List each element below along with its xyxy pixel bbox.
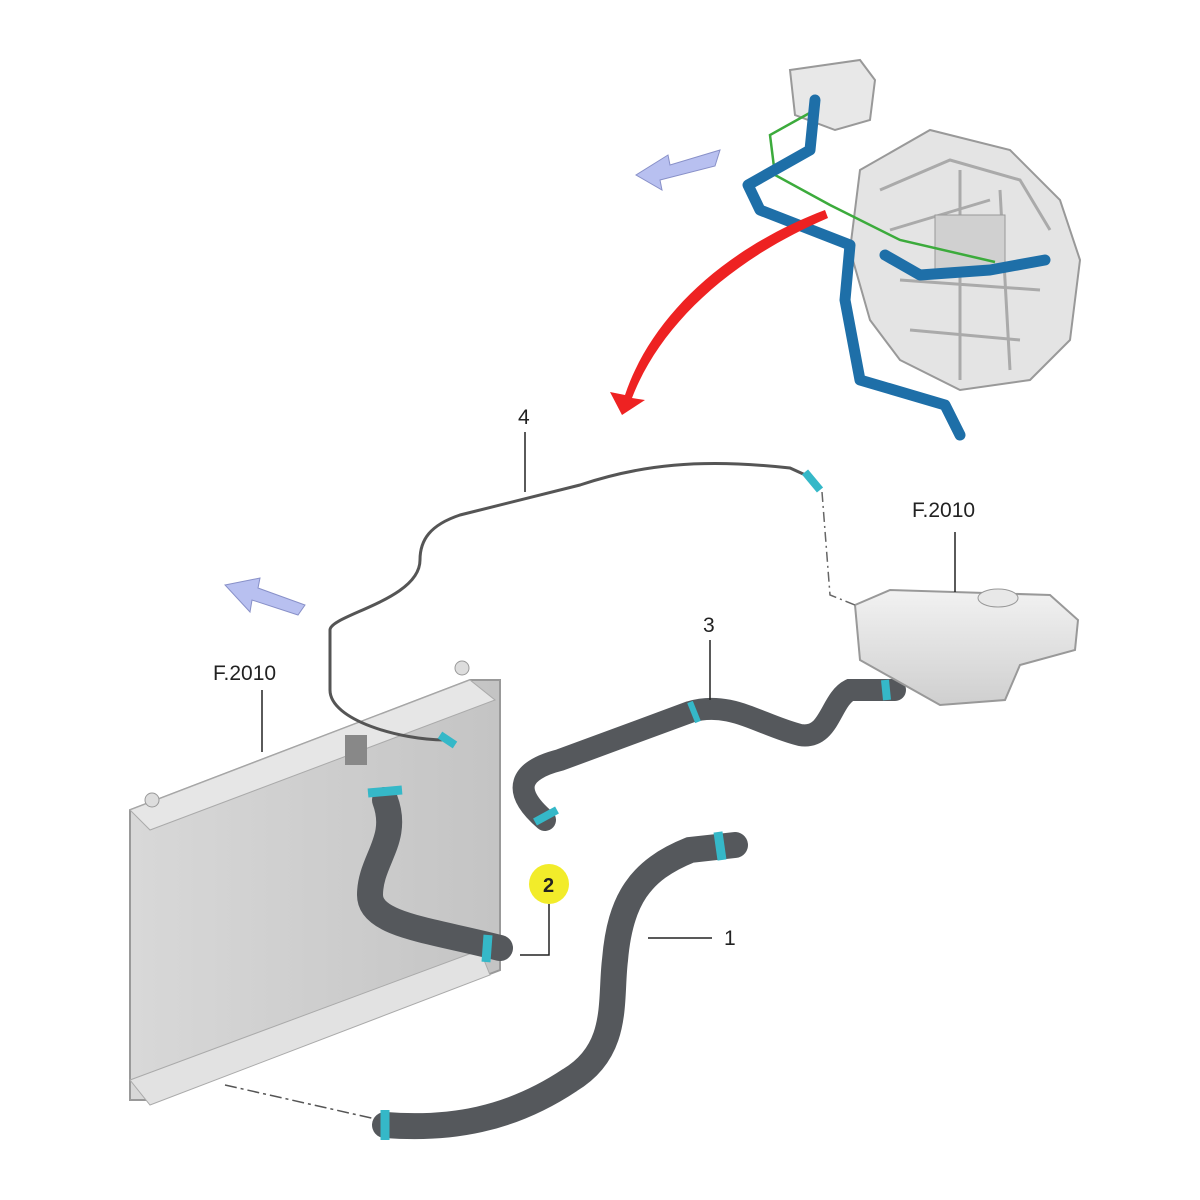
hose-3-clamp-mid <box>687 700 701 724</box>
part-2-highlight <box>529 864 569 904</box>
hose-2-clamp-bottom <box>481 934 493 963</box>
hose-3-clamp-left <box>533 806 559 826</box>
expansion-tank <box>853 588 1080 707</box>
hose-1-clamp-top <box>713 831 727 861</box>
leader-2 <box>520 904 550 956</box>
hose-4-to-tank-dashed <box>821 491 856 606</box>
hose-2 <box>356 787 513 961</box>
label-part-4: 4 <box>518 406 530 429</box>
label-tank-ref: F.2010 <box>912 499 975 522</box>
view-direction-arrow-top <box>635 149 721 191</box>
hose-4-connector-left <box>437 731 458 749</box>
red-curved-arrow <box>610 210 828 415</box>
hose-2-clamp-top <box>367 785 403 798</box>
tank-cap <box>977 588 1019 608</box>
label-part-2: 2 <box>543 875 554 897</box>
radiator <box>129 660 501 1106</box>
engine-coolant-hoses <box>742 94 1051 441</box>
hose-4-connector-right <box>801 469 824 493</box>
engine-block <box>848 128 1082 392</box>
radiator-filler-neck <box>345 735 367 765</box>
view-direction-arrow-left <box>224 577 306 616</box>
engine-expansion-tank <box>788 58 877 132</box>
hose-3-clamp-right <box>881 679 891 701</box>
label-part-1: 1 <box>724 927 736 950</box>
engine-vent-line <box>768 108 996 264</box>
hose-4 <box>328 462 813 742</box>
label-radiator-ref: F.2010 <box>213 662 276 685</box>
hose-1 <box>372 832 748 1140</box>
hose-3 <box>512 679 906 831</box>
label-part-3: 3 <box>703 614 715 637</box>
hose-1-to-radiator-dashed <box>224 1084 381 1121</box>
